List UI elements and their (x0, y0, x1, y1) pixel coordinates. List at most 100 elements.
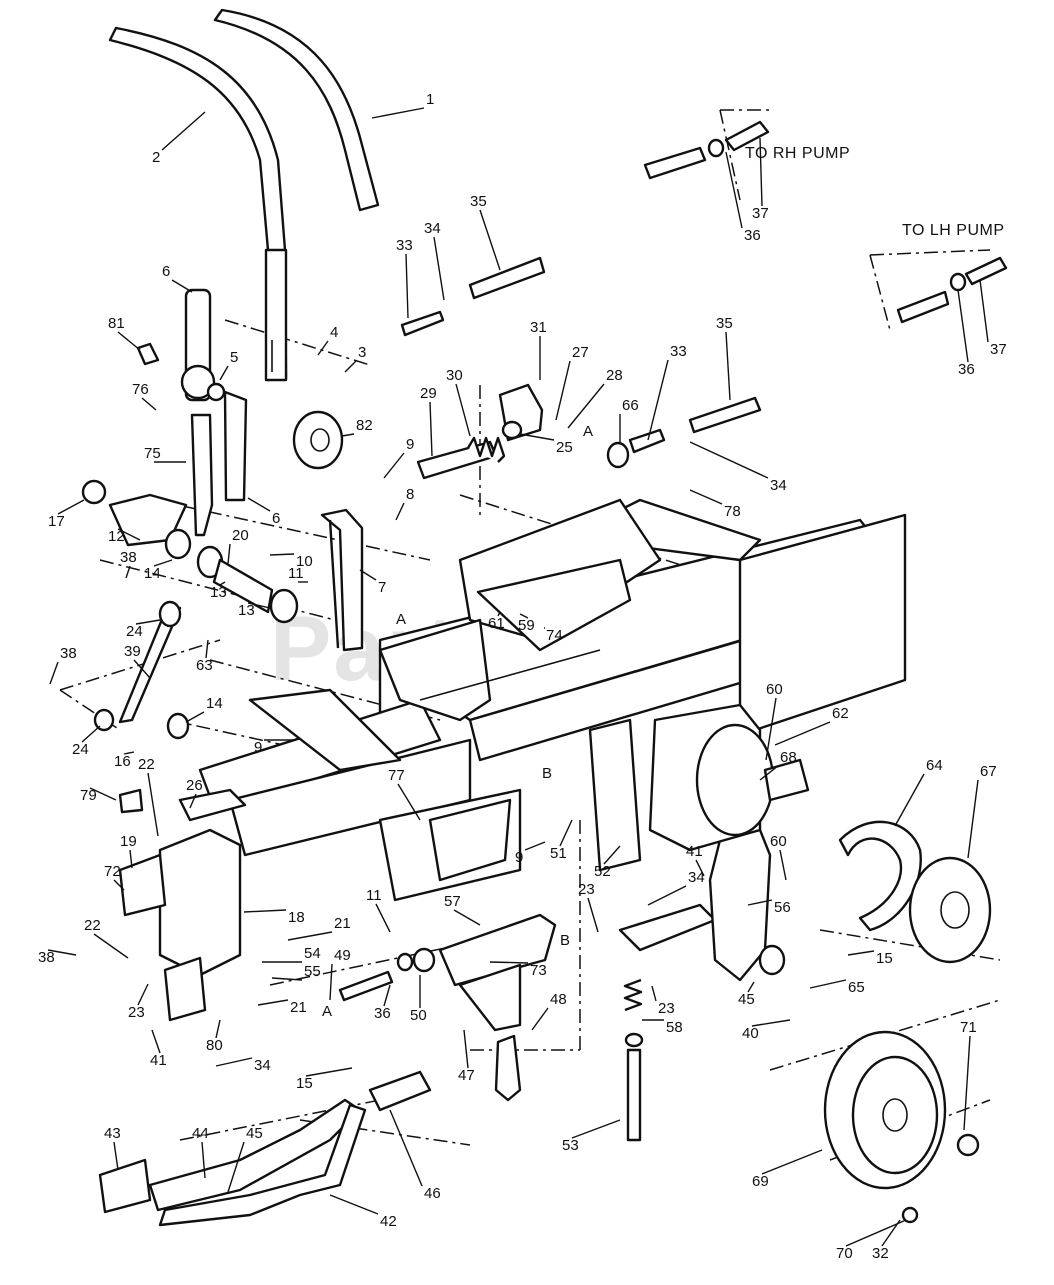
leader-line-c48 (531, 1007, 549, 1031)
callout-label-c18: 18 (288, 909, 305, 926)
leader-line-c3 (344, 360, 357, 373)
callout-label-c76: 76 (132, 381, 149, 398)
callout-label-c22: 22 (138, 756, 155, 773)
leader-line-c38c (47, 949, 77, 956)
leader-line-c23b (651, 985, 657, 1002)
pump-and-hub (648, 703, 992, 964)
leader-line-c69 (761, 1149, 823, 1175)
callout-label-c66: 66 (622, 397, 639, 414)
upper-linkage (136, 288, 344, 537)
leader-line-c34d (215, 1057, 253, 1067)
callout-label-c16: 16 (114, 753, 131, 770)
ref-letter-a-left: A (396, 611, 406, 628)
leader-line-c13b (247, 602, 271, 609)
callout-label-c50: 50 (410, 1007, 427, 1024)
leader-line-c25 (519, 433, 555, 441)
leader-line-c21b (257, 999, 289, 1006)
callout-label-c33b: 33 (670, 343, 687, 360)
callout-label-c34b: 34 (770, 477, 787, 494)
leader-line-c52 (603, 845, 621, 865)
callout-label-c60: 60 (766, 681, 783, 698)
callout-label-c13: 13 (210, 584, 227, 601)
callout-label-c47: 47 (458, 1067, 475, 1084)
callout-label-c58: 58 (666, 1019, 683, 1036)
callout-label-c48: 48 (550, 991, 567, 1008)
leader-line-c77 (397, 783, 421, 821)
callout-label-c22b: 22 (84, 917, 101, 934)
callout-label-c73: 73 (530, 962, 547, 979)
callout-label-c56: 56 (774, 899, 791, 916)
callout-label-c8: 8 (406, 486, 414, 503)
callout-label-c79: 79 (80, 787, 97, 804)
callout-label-c27: 27 (572, 344, 589, 361)
leader-line-c15 (305, 1067, 353, 1077)
leader-line-c59 (519, 613, 529, 619)
leader-line-c2 (161, 111, 206, 151)
callout-label-c4: 4 (330, 324, 338, 341)
callout-label-c80: 80 (206, 1037, 223, 1054)
callout-label-c78: 78 (724, 503, 741, 520)
leader-line-c61 (497, 611, 501, 617)
callout-label-c77: 77 (388, 767, 405, 784)
lower-links (338, 913, 557, 1112)
leader-line-c64 (894, 773, 925, 827)
callout-label-c74: 74 (546, 627, 563, 644)
callout-label-c10: 10 (296, 553, 313, 570)
leader-line-c56 (747, 899, 773, 906)
leader-line-c37 (759, 137, 763, 207)
leader-lines (47, 107, 989, 1247)
callout-label-c68: 68 (780, 749, 797, 766)
callout-label-c53: 53 (562, 1137, 579, 1154)
leader-line-c49 (329, 963, 333, 1001)
leader-line-c73 (489, 961, 529, 964)
callout-label-c34: 34 (424, 220, 441, 237)
callout-label-c38c: 38 (38, 949, 55, 966)
lh-pump-note: TO LH PUMP (902, 222, 1005, 239)
callout-label-c41: 41 (686, 843, 703, 860)
ref-letter-a-lower: A (322, 1003, 332, 1020)
leader-line-c7 (359, 569, 377, 581)
callout-label-c31: 31 (530, 319, 547, 336)
callout-label-c54: 54 (304, 945, 321, 962)
leader-line-c23 (587, 897, 599, 933)
callout-label-c23c: 23 (128, 1004, 145, 1021)
callout-label-c34c: 34 (688, 869, 705, 886)
callout-label-c5: 5 (230, 349, 238, 366)
leader-line-c79 (89, 787, 117, 801)
callout-label-c63: 63 (196, 657, 213, 674)
callout-label-c40: 40 (742, 1025, 759, 1042)
leader-line-c72 (113, 879, 125, 891)
callout-label-c37: 37 (752, 205, 769, 222)
callout-label-c69: 69 (752, 1173, 769, 1190)
leader-line-c19 (129, 849, 133, 869)
leader-line-c60b (779, 849, 787, 881)
callout-label-c60b: 60 (770, 833, 787, 850)
callout-label-c44: 44 (192, 1125, 209, 1142)
leader-line-c24b (81, 725, 101, 743)
callout-label-c23b: 23 (658, 1000, 675, 1017)
main-frame (198, 498, 907, 902)
leader-line-c13 (219, 581, 226, 586)
callout-label-c70: 70 (836, 1245, 853, 1262)
callout-label-c21b: 21 (290, 999, 307, 1016)
callout-label-c49: 49 (334, 947, 351, 964)
callout-label-c7: 7 (378, 579, 386, 596)
leader-line-c34b (689, 441, 769, 479)
leader-line-c40 (751, 1019, 791, 1027)
leader-line-c36 (725, 151, 743, 229)
callout-label-c65: 65 (848, 979, 865, 996)
leader-line-c6b (247, 497, 271, 512)
leader-line-c36c (383, 984, 391, 1007)
leader-line-c15b (847, 950, 875, 956)
leader-line-c14 (153, 559, 173, 567)
callout-label-c26: 26 (186, 777, 203, 794)
leader-line-c21 (287, 931, 333, 941)
leader-line-c14b (185, 711, 205, 723)
callout-label-c29: 29 (420, 385, 437, 402)
callout-label-c43: 43 (104, 1125, 121, 1142)
leader-line-c71 (963, 1035, 971, 1131)
callout-label-c82: 82 (356, 417, 373, 434)
callout-label-c62: 62 (832, 705, 849, 722)
callout-label-c75: 75 (144, 445, 161, 462)
